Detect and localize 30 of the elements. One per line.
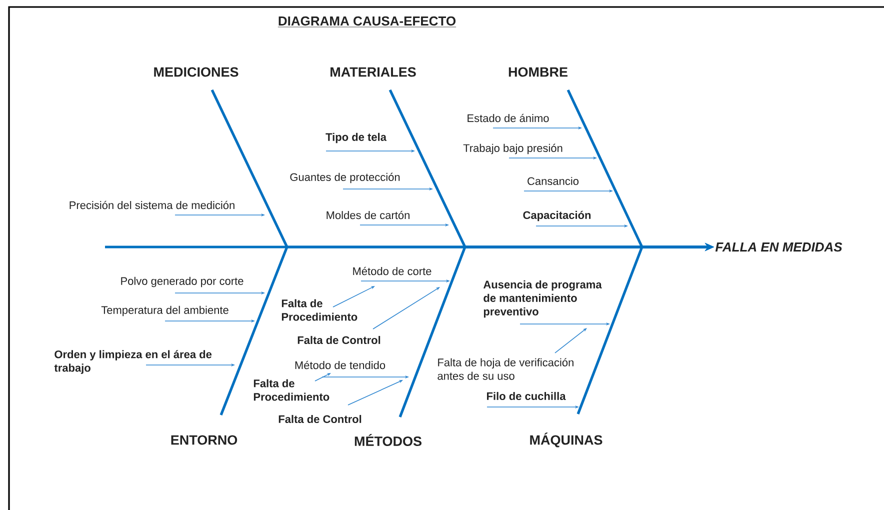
cause-label: Tipo de tela [326,132,387,144]
category-label: MEDICIONES [154,67,238,77]
category-label: MÉTODOS [354,434,422,446]
cause-label: Guantes de protección [290,172,400,184]
effect-label: FALLA EN MEDIDAS [715,242,842,252]
category-label: MATERIALES [330,67,416,77]
cause-label: Filo de cuchilla [487,392,566,400]
cause-label: Orden y limpieza en el área de trabajo [54,350,212,374]
arrow [554,328,587,354]
category-label: HOMBRE [508,67,568,77]
cause-label: Falta de Control [298,336,380,344]
category-label: ENTORNO [171,435,238,445]
cause-label: Cansancio [528,176,578,186]
cause-label: Precisión del sistema de medición [70,200,234,210]
title: DIAGRAMA CAUSA-EFECTO [278,16,456,28]
cause-label: Falta de Procedimiento [282,299,358,321]
cause-label: Moldes de cartón [326,210,410,220]
cause-label: Falta de Procedimiento [254,379,330,401]
cause-label: Método de corte [353,266,432,276]
cause-label: Polvo generado por corte [121,276,244,288]
cause-label: Temperatura del ambiente [101,306,228,316]
cause-label: Falta de Control [278,414,362,424]
cause-label: Trabajo bajo presión [463,144,562,154]
arrow [372,287,440,330]
category-label: MÁQUINAS [530,432,602,448]
cause-label: Ausencia de programa de mantenimiento preventivo [483,280,602,318]
cause-label: Capacitación [523,210,591,222]
cause-label: Método de tendido [295,360,386,370]
cause-label: Estado de ánimo [468,114,549,122]
cause-label: Falta de hoja de verificación antes de su uso [438,358,574,380]
